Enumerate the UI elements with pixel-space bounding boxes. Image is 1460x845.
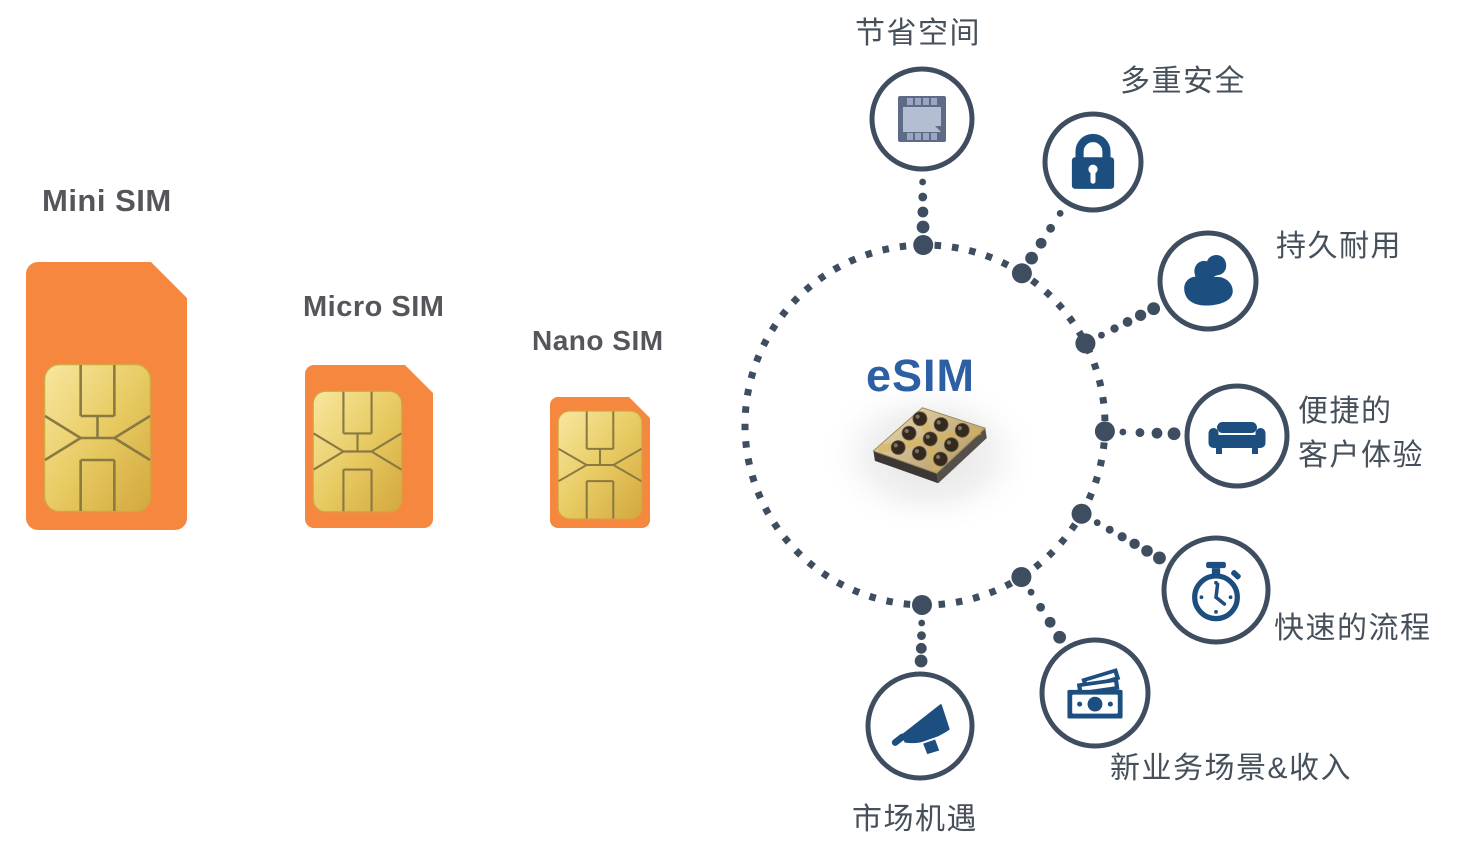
lock-icon bbox=[1071, 133, 1115, 189]
esim-chip-image bbox=[872, 407, 987, 484]
stopwatch-icon bbox=[1192, 561, 1241, 622]
nano-sim-label: Nano SIM bbox=[532, 325, 664, 356]
megaphone-icon bbox=[891, 704, 950, 755]
durable-connector bbox=[1075, 302, 1161, 354]
nano-sim-card bbox=[550, 397, 650, 528]
multi-security-connector bbox=[1011, 210, 1064, 284]
mini-sim-label: Mini SIM bbox=[42, 183, 172, 218]
muscle-icon bbox=[1184, 254, 1233, 306]
save-space-connector bbox=[913, 178, 934, 256]
market-opportunity-connector bbox=[912, 594, 933, 668]
micro-sim-label: Micro SIM bbox=[303, 291, 445, 323]
mini-sim-card bbox=[26, 262, 187, 530]
multi-security-label: 多重安全 bbox=[1120, 65, 1246, 98]
sim-contact-chip-icon bbox=[312, 390, 403, 513]
convenient-customer-experience-connector bbox=[1094, 421, 1181, 442]
sofa-icon bbox=[1208, 422, 1266, 454]
new-business-scenarios-revenue-connector bbox=[1011, 566, 1067, 644]
fast-process-connector bbox=[1071, 503, 1166, 565]
new-business-scenarios-revenue-label: 新业务场景&收入 bbox=[1110, 752, 1353, 785]
market-opportunity-label: 市场机遇 bbox=[852, 803, 978, 836]
durable-label: 持久耐用 bbox=[1276, 230, 1402, 263]
save-space-label: 节省空间 bbox=[855, 17, 981, 50]
sim-contact-chip-icon bbox=[43, 363, 152, 513]
micro-sim-card bbox=[305, 365, 433, 528]
sim-contact-chip-icon bbox=[557, 410, 643, 520]
fast-process-label: 快速的流程 bbox=[1274, 612, 1432, 645]
money-icon bbox=[1067, 668, 1123, 719]
esim-title: eSIM bbox=[866, 350, 976, 401]
convenient-customer-experience-label: 便捷的客户体验 bbox=[1298, 395, 1424, 472]
chip-icon bbox=[898, 96, 946, 142]
